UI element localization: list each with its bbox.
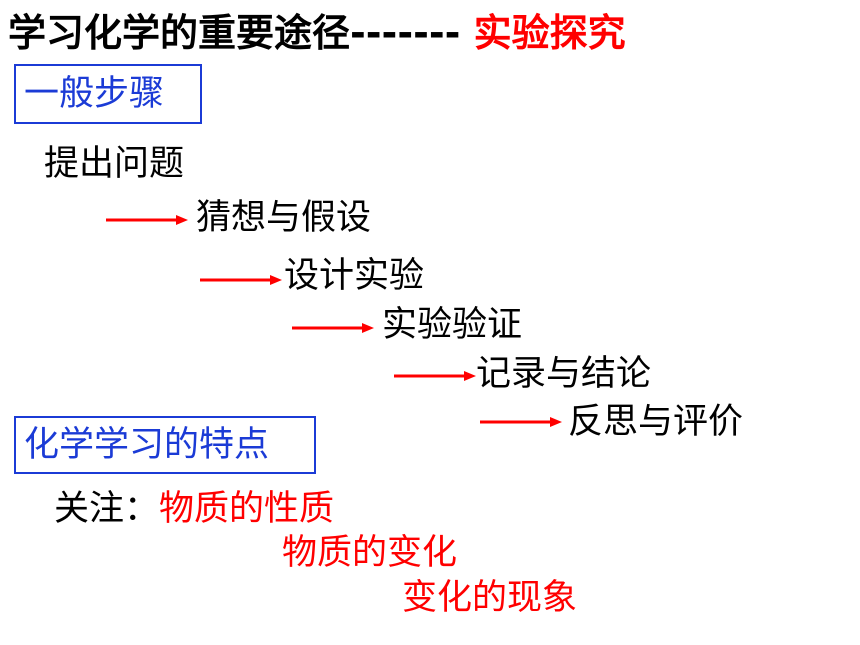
step-2: 设计实验 [284,256,425,296]
step-start: 提出问题 [44,144,185,184]
focus-label: 关注： [54,489,160,529]
arrow-icon [292,323,374,333]
steps-heading-box: 一般步骤 [14,64,202,124]
title-main: 学习化学的重要途径 [8,11,351,55]
arrow-icon [394,371,476,381]
title-highlight: 实验探究 [473,11,626,55]
steps-heading: 一般步骤 [24,73,165,114]
focus-item-2: 物质的变化 [282,533,458,573]
arrow-icon [200,275,282,285]
title-dashes: ------- [350,11,461,55]
step-3: 实验验证 [382,305,523,345]
step-4: 记录与结论 [476,354,652,394]
features-heading-box: 化学学习的特点 [14,416,316,474]
features-heading: 化学学习的特点 [24,424,270,465]
arrow-icon [480,417,562,427]
focus-item-1: 物质的性质 [159,489,335,529]
focus-row: 关注：物质的性质 [54,492,334,527]
page-title: 学习化学的重要途径------- 实验探究 [8,14,626,52]
focus-item-3: 变化的现象 [402,578,578,618]
step-1: 猜想与假设 [196,198,372,238]
arrow-icon [106,215,188,225]
step-5: 反思与评价 [568,402,744,442]
